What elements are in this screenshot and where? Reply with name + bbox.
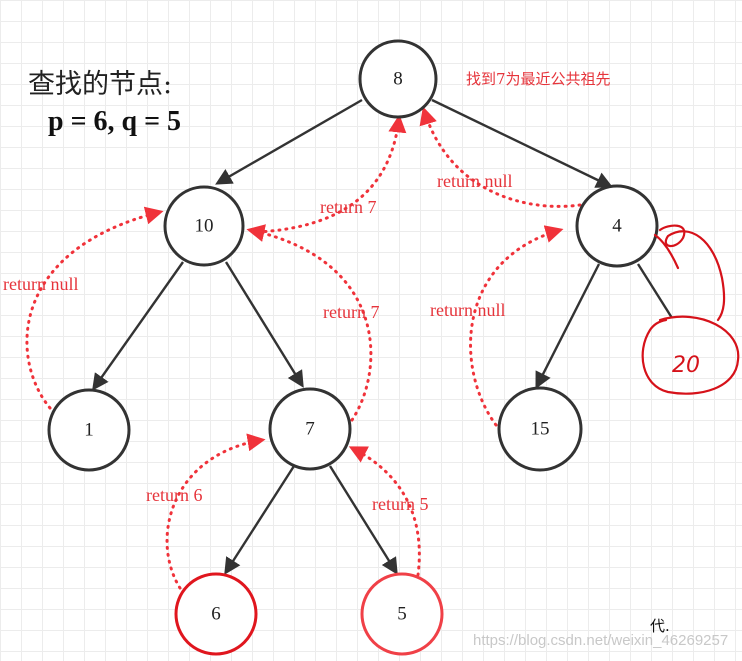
edge-10-to-1 xyxy=(92,261,184,391)
tree-edges xyxy=(92,98,674,575)
handwritten-scribble xyxy=(658,224,726,322)
node-label-5: 5 xyxy=(397,604,407,625)
return-label-1-to-10: return null xyxy=(3,274,78,294)
query-params: p = 6, q = 5 xyxy=(48,106,182,137)
edge-7-to-6 xyxy=(224,465,296,575)
return-arrow-7-to-10 xyxy=(246,224,373,422)
return-label-15-to-4: return null xyxy=(430,300,505,320)
return-arrow-4-to-8 xyxy=(419,106,582,208)
node-label-1: 1 xyxy=(84,420,94,441)
return-label-4-to-8: return null xyxy=(437,171,512,191)
result-note: 找到7为最近公共祖先 xyxy=(466,70,611,88)
return-labels: return null return 7 return 7 return nul… xyxy=(3,171,512,514)
tree-nodes: 8 10 4 1 7 15 6 5 xyxy=(47,39,659,656)
edge-8-to-4 xyxy=(431,98,614,188)
handwritten-annotation: 20 xyxy=(641,224,740,395)
watermark: https://blog.csdn.net/weixin_46269257 xyxy=(473,632,729,649)
return-arrows xyxy=(25,106,582,590)
tree-node-15: 15 xyxy=(497,386,583,472)
node-label-15: 15 xyxy=(531,419,550,440)
tree-node-4: 4 xyxy=(575,184,659,268)
edge-10-to-7 xyxy=(224,261,304,388)
signature-mark: 代. xyxy=(650,617,670,635)
tree-node-8: 8 xyxy=(358,39,438,119)
handwritten-circle xyxy=(641,315,740,395)
tree-node-1: 1 xyxy=(47,388,131,472)
tree-node-5: 5 xyxy=(360,572,444,656)
return-arrow-5-to-7 xyxy=(348,446,421,577)
tree-node-6: 6 xyxy=(174,572,258,656)
edge-4-to-15 xyxy=(535,263,601,389)
edge-8-to-10 xyxy=(215,98,363,185)
node-label-10: 10 xyxy=(195,216,214,237)
return-arrow-6-to-7 xyxy=(165,433,266,590)
return-arrow-1-to-10 xyxy=(25,206,164,410)
tree-node-10: 10 xyxy=(163,185,245,267)
return-arrow-10-to-8 xyxy=(256,114,407,234)
return-label-5-to-7: return 5 xyxy=(372,494,428,514)
return-label-6-to-7: return 6 xyxy=(146,485,202,505)
handwritten-node-label: 20 xyxy=(672,353,700,378)
handwritten-pointer xyxy=(653,233,680,270)
edge-4-to-right-child xyxy=(636,263,674,319)
return-label-10-to-8: return 7 xyxy=(320,197,376,217)
node-label-4: 4 xyxy=(612,216,622,237)
return-label-7-to-10: return 7 xyxy=(323,302,379,322)
node-label-7: 7 xyxy=(305,419,315,440)
node-label-6: 6 xyxy=(211,604,221,625)
edge-7-to-5 xyxy=(328,465,398,575)
node-label-8: 8 xyxy=(393,69,403,90)
return-arrow-15-to-4 xyxy=(469,225,564,427)
query-title: 查找的节点: xyxy=(28,69,173,100)
tree-node-7: 7 xyxy=(268,387,352,471)
